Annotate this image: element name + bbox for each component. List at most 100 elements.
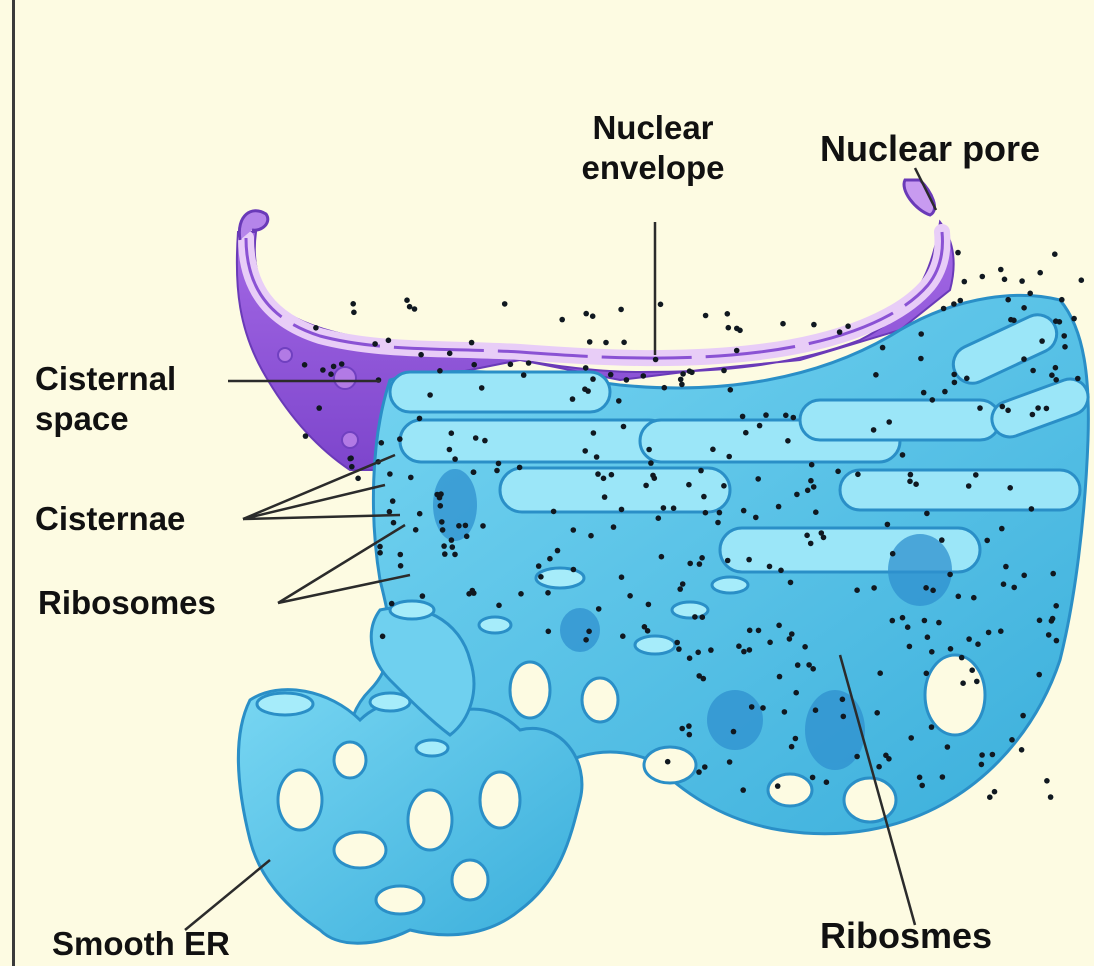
ribosome-dot: [734, 348, 740, 354]
ribosome-dot: [845, 323, 851, 329]
ribosome-dot: [417, 416, 423, 422]
ribosome-dot: [919, 783, 925, 789]
ribosome-dot: [441, 543, 447, 549]
ribosome-dot: [404, 297, 410, 303]
ribosome-dot: [840, 697, 846, 703]
ribosome-dot: [998, 628, 1004, 634]
ribosome-dot: [808, 541, 814, 547]
ribosome-dot: [469, 340, 475, 346]
ribosome-dot: [665, 759, 671, 765]
ribosome-dot: [703, 510, 709, 516]
ribosome-dot: [570, 396, 576, 402]
ribosome-dot: [355, 476, 361, 482]
ribosome-dot: [743, 430, 749, 436]
ribosome-dot: [975, 641, 981, 647]
ribosome-dot: [686, 723, 692, 729]
ribosome-dot: [998, 267, 1004, 273]
ribosome-dot: [349, 464, 355, 470]
ribosome-dot: [1002, 277, 1008, 283]
ribosome-dot: [1049, 372, 1055, 378]
ribosome-dot: [303, 433, 309, 439]
ribosome-dot: [502, 301, 508, 307]
ribosome-dot: [890, 551, 896, 557]
ribosome-dot: [389, 601, 395, 607]
ribosome-dot: [601, 476, 607, 482]
ribosome-dot: [594, 454, 600, 460]
ribosome-dot: [962, 279, 968, 285]
ribosome-dot: [776, 623, 782, 629]
ribosome-dot: [955, 250, 961, 256]
ribosome-dot: [726, 325, 732, 331]
ribosome-dot: [854, 587, 860, 593]
ribosome-dot: [871, 427, 877, 433]
ribosome-dot: [1000, 404, 1006, 410]
ribosome-dot: [662, 385, 668, 391]
ribosome-dot: [1039, 338, 1045, 344]
ribosome-dot: [808, 478, 814, 484]
ribosome-dot: [621, 340, 627, 346]
ribosome-dot: [496, 603, 502, 609]
ribosome-dot: [767, 564, 773, 570]
ribosome-dot: [674, 640, 680, 646]
label-nuclear-envelope-line1: Nuclear: [568, 108, 738, 148]
ribosome-dot: [793, 690, 799, 696]
ribosome-dot: [588, 533, 594, 539]
ribosome-dot: [482, 438, 488, 444]
ribosome-dot: [648, 460, 654, 466]
ribosome-dot: [1062, 344, 1068, 350]
ribosome-dot: [696, 769, 702, 775]
ribosome-dot: [351, 310, 357, 316]
ribosome-dot: [969, 667, 975, 673]
ribosome-dot: [701, 494, 707, 500]
ribosome-dot: [1053, 365, 1059, 371]
ribosome-dot: [1037, 270, 1043, 276]
ribosome-dot: [941, 306, 947, 312]
ribosome-dot: [480, 523, 486, 529]
ribosome-dot: [545, 590, 551, 596]
ribosome-dot: [646, 447, 652, 453]
ribosome-dot: [496, 461, 502, 467]
ribosome-dot: [746, 557, 752, 563]
ribosome-dot: [749, 704, 755, 710]
ribosome-dot: [921, 390, 927, 396]
ribosome-dot: [697, 561, 703, 567]
ribosome-dot: [698, 468, 704, 474]
ribosome-dot: [936, 620, 942, 626]
ribosome-dot: [811, 322, 817, 328]
ribosome-dot: [708, 647, 714, 653]
ribosome-dot: [956, 594, 962, 600]
ribosome-dot: [740, 414, 746, 420]
ribosome-dot: [1011, 585, 1017, 591]
ribosome-dot: [677, 586, 683, 592]
label-cisternal-space-line2: space: [35, 399, 176, 439]
ribosome-dot: [703, 313, 709, 319]
ribosome-dot: [877, 670, 883, 676]
ribosome-dot: [695, 650, 701, 656]
ribosome-dot: [925, 634, 931, 640]
ribosome-dot: [590, 313, 596, 319]
ribosome-dot: [1035, 405, 1041, 411]
ribosome-dot: [804, 533, 810, 539]
ribosome-dot: [680, 581, 686, 587]
ribosome-dot: [619, 507, 625, 513]
ribosome-dot: [789, 631, 795, 637]
ribosome-dot: [873, 372, 879, 378]
ribosome-dot: [776, 504, 782, 510]
ribosome-dot: [710, 447, 716, 453]
ribosome-dot: [737, 328, 743, 334]
ribosome-dot: [905, 624, 911, 630]
ribosome-dot: [1037, 618, 1043, 624]
ribosome-dot: [945, 744, 951, 750]
ribosome-dot: [727, 759, 733, 765]
ribosome-dot: [1059, 297, 1065, 303]
ribosome-dot: [538, 574, 544, 580]
ribosome-dot: [331, 364, 337, 370]
ribosome-dot: [824, 779, 830, 785]
ribosome-dot: [883, 753, 889, 759]
ribosome-dot: [992, 789, 998, 795]
label-ribosomes-right: Ribosmes: [820, 914, 992, 957]
ribosome-dot: [805, 488, 811, 494]
ribosome-dot: [591, 430, 597, 436]
ribosome-dot: [452, 552, 458, 558]
ribosome-dot: [427, 392, 433, 398]
